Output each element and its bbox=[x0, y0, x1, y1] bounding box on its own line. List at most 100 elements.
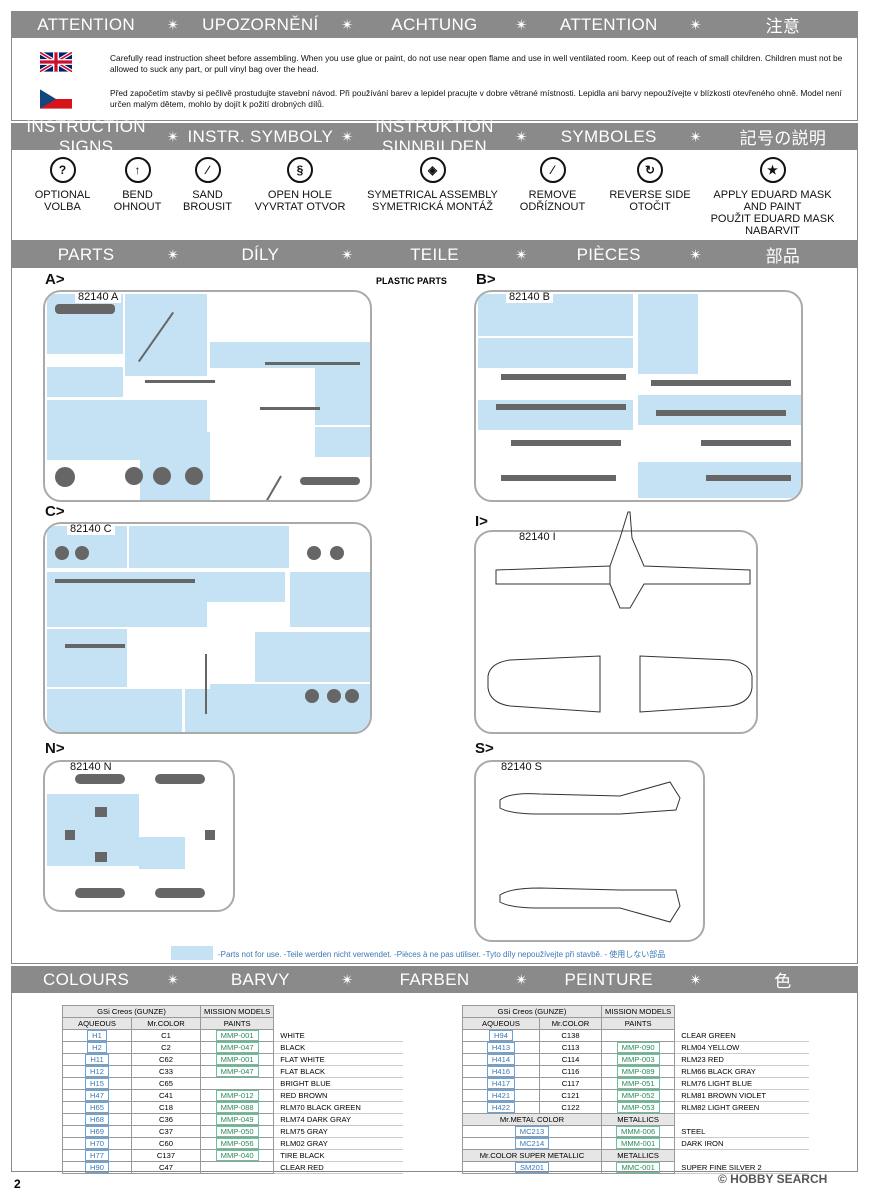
sprue-s-tag: S> bbox=[475, 740, 494, 757]
colours-de: FARBEN bbox=[399, 969, 470, 989]
signs-en: INSTRUCTION SIGNS bbox=[26, 116, 146, 156]
mrcolor-code: C113 bbox=[539, 1041, 602, 1054]
cut-icon: ⁄ bbox=[539, 157, 566, 183]
color-name: RLM81 BROWN VIOLET bbox=[674, 1089, 810, 1102]
star-icon: ✴ bbox=[689, 16, 703, 34]
star-icon: ✴ bbox=[689, 246, 703, 264]
parts-en: PARTS bbox=[57, 244, 115, 264]
aqueous-code: H90 bbox=[62, 1161, 132, 1174]
star-icon: ✴ bbox=[340, 246, 354, 264]
attention-fr: ATTENTION bbox=[559, 14, 658, 34]
colours-en: COLOURS bbox=[43, 969, 130, 989]
mrcolor-code: C33 bbox=[131, 1065, 201, 1078]
mission-code: MMM-006 bbox=[600, 1125, 676, 1138]
table-left-mission: MISSION MODELS bbox=[199, 1005, 275, 1018]
sprue-i: 82140 I bbox=[474, 530, 758, 734]
color-name: BLACK bbox=[273, 1041, 404, 1054]
color-name: FLAT BLACK bbox=[273, 1065, 404, 1078]
aqueous-code: H11 bbox=[62, 1053, 132, 1066]
mrcolor-code: C117 bbox=[539, 1077, 602, 1090]
col-paints: PAINTS bbox=[199, 1017, 275, 1030]
col-aqueous: AQUEOUS bbox=[462, 1017, 540, 1030]
mission-code: MMP-088 bbox=[199, 1101, 275, 1114]
attention-de: ACHTUNG bbox=[391, 14, 478, 34]
warning-english: Carefully read instruction sheet before … bbox=[110, 53, 843, 74]
col-aqueous: AQUEOUS bbox=[62, 1017, 132, 1030]
sign-symmetrical: ◈SYMETRICAL ASSEMBLY SYMETRICKÁ MONTÁŽ bbox=[360, 157, 505, 213]
color-table-left: GSi Creos (GUNZE) MISSION MODELS AQUEOUS… bbox=[62, 1005, 404, 1174]
parts-jp: 部品 bbox=[765, 247, 801, 266]
attention-en: ATTENTION bbox=[37, 14, 135, 34]
czech-flag-icon bbox=[40, 89, 72, 109]
aqueous-code: H65 bbox=[62, 1101, 132, 1114]
color-name: RLM70 BLACK GREEN bbox=[273, 1101, 404, 1114]
color-name: RLM23 RED bbox=[674, 1053, 810, 1066]
mrcolor-code: C2 bbox=[131, 1041, 201, 1054]
mission-code bbox=[199, 1161, 275, 1174]
metal-code: MC213 bbox=[462, 1125, 602, 1138]
table-left-brand: GSi Creos (GUNZE) bbox=[62, 1005, 201, 1018]
colours-jp: 色 bbox=[774, 972, 792, 991]
sprue-s-parts bbox=[499, 781, 681, 923]
star-icon: ✴ bbox=[515, 971, 529, 989]
col-paints: PAINTS bbox=[600, 1017, 676, 1030]
color-name: RLM75 GRAY bbox=[273, 1125, 404, 1138]
plastic-parts-label: PLASTIC PARTS bbox=[376, 276, 447, 286]
parts-frame bbox=[11, 268, 858, 964]
attention-cz: UPOZORNĚNÍ bbox=[202, 14, 319, 34]
sign-bend: ↑BEND OHNOUT bbox=[100, 157, 175, 213]
color-name: RED BROWN bbox=[273, 1089, 404, 1102]
col-mrcolor: Mr.COLOR bbox=[131, 1017, 201, 1030]
sprue-c: 82140 C bbox=[43, 522, 372, 734]
mrcolor-code: C36 bbox=[131, 1113, 201, 1126]
sprue-i-code: 82140 I bbox=[516, 532, 559, 543]
star-icon: ✴ bbox=[166, 246, 180, 264]
not-for-use-swatch bbox=[171, 946, 213, 960]
color-name: WHITE bbox=[273, 1029, 404, 1042]
star-icon: ✴ bbox=[340, 16, 354, 34]
parts-cz: DÍLY bbox=[241, 244, 280, 264]
sprue-c-tag: C> bbox=[45, 503, 65, 520]
symmetry-icon: ◈ bbox=[419, 157, 446, 183]
question-icon: ? bbox=[49, 157, 76, 183]
sprue-s: 82140 S bbox=[474, 760, 705, 942]
color-name: RLM82 LIGHT GREEN bbox=[674, 1101, 810, 1114]
mission-code: MMP-056 bbox=[199, 1137, 275, 1150]
color-name: RLM04 YELLOW bbox=[674, 1041, 810, 1054]
mrcolor-code: C121 bbox=[539, 1089, 602, 1102]
color-name: TIRE BLACK bbox=[273, 1149, 404, 1162]
sign-reverse: ↻REVERSE SIDE OTOČIT bbox=[600, 157, 700, 213]
aqueous-code: H94 bbox=[462, 1029, 540, 1042]
aqueous-code: H413 bbox=[462, 1041, 540, 1054]
metal-code: SM201 bbox=[462, 1161, 602, 1174]
metallics-header: METALLICS bbox=[600, 1113, 676, 1126]
sprue-b-tag: B> bbox=[476, 271, 496, 288]
sprue-n-tag: N> bbox=[45, 740, 65, 757]
color-table-right: GSi Creos (GUNZE) MISSION MODELS AQUEOUS… bbox=[462, 1005, 810, 1174]
col-mrcolor: Mr.COLOR bbox=[539, 1017, 602, 1030]
mission-code: MMP-003 bbox=[600, 1053, 676, 1066]
page-number: 2 bbox=[14, 1177, 21, 1191]
signs-de: INSTRUKTION SINNBILDEN bbox=[375, 116, 494, 156]
color-name: CLEAR RED bbox=[273, 1161, 404, 1174]
attention-band: ATTENTION✴ UPOZORNĚNÍ✴ ACHTUNG✴ ATTENTIO… bbox=[11, 11, 858, 38]
color-name: CLEAR GREEN bbox=[674, 1029, 810, 1042]
sign-sand: ∕SAND BROUSIT bbox=[170, 157, 245, 213]
sign-mask: ★APPLY EDUARD MASK AND PAINT POUŽIT EDUA… bbox=[705, 157, 840, 237]
super-metallics-header: METALLICS bbox=[600, 1149, 676, 1162]
star-icon: ✴ bbox=[515, 246, 529, 264]
mrcolor-code: C18 bbox=[131, 1101, 201, 1114]
aqueous-code: H15 bbox=[62, 1077, 132, 1090]
sprue-n: 82140 N bbox=[43, 760, 235, 912]
sign-open-hole: §OPEN HOLE VYVRTAT OTVOR bbox=[240, 157, 360, 213]
table-right-brand: GSi Creos (GUNZE) bbox=[462, 1005, 602, 1018]
